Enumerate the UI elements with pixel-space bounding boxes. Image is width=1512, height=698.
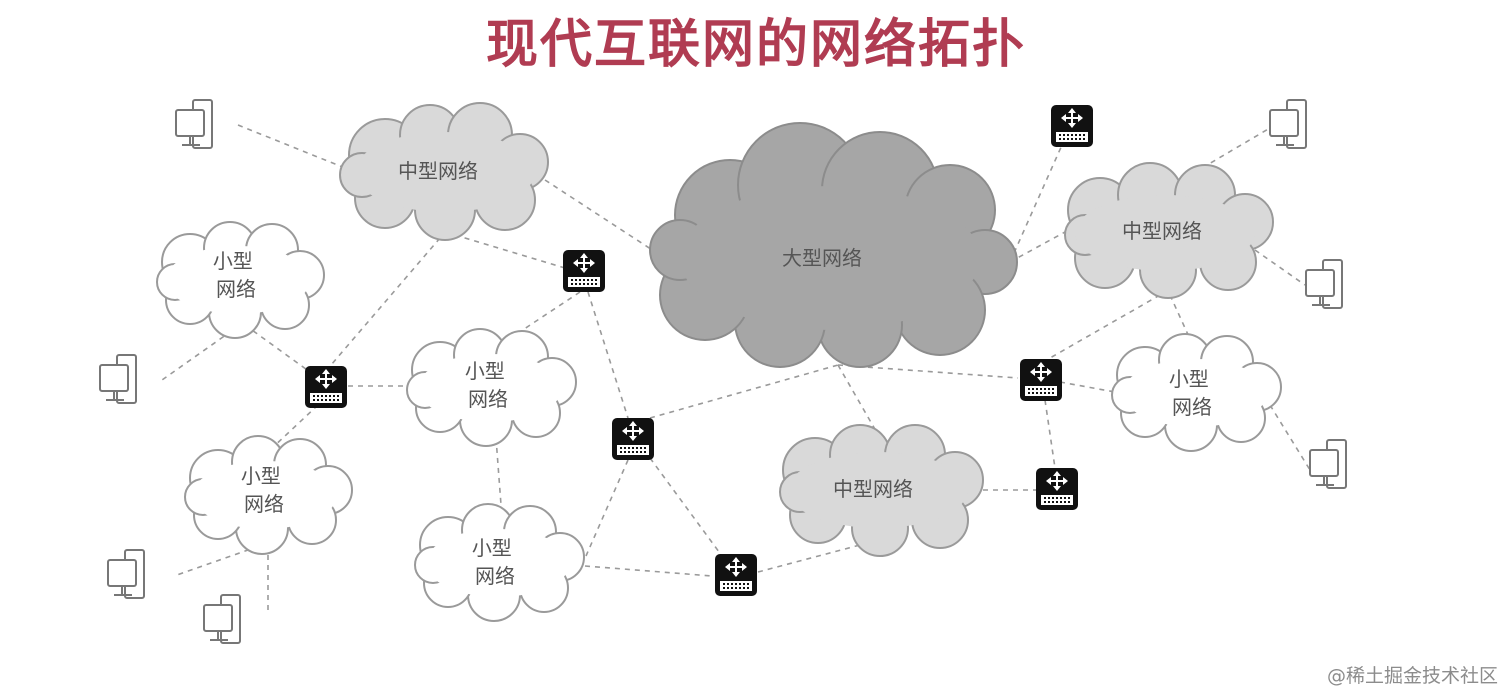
cloud-label: 小型 网络 <box>241 464 287 516</box>
router-icon <box>1035 467 1079 511</box>
link <box>495 437 503 519</box>
link <box>837 364 881 439</box>
computer-icon <box>1305 259 1343 309</box>
link <box>1044 399 1056 469</box>
computer-icon <box>1309 439 1347 489</box>
link <box>1254 249 1306 286</box>
cloud-label: 中型网络 <box>833 477 913 501</box>
computer-icon <box>107 549 145 599</box>
router-icon <box>304 365 348 409</box>
link <box>1009 144 1063 263</box>
cloud-label: 中型网络 <box>1122 219 1202 243</box>
link <box>1184 127 1271 179</box>
cloud-label: 小型 网络 <box>1169 367 1215 419</box>
computer-icon <box>203 594 241 644</box>
cloud-label: 小型 网络 <box>213 249 259 301</box>
link <box>585 459 629 557</box>
link <box>1009 231 1066 263</box>
router-icon <box>562 249 606 293</box>
link <box>1049 294 1161 359</box>
computer-icon <box>1269 99 1307 149</box>
link <box>1269 404 1311 471</box>
link <box>757 544 861 573</box>
watermark: @稀土掘金技术社区 <box>1326 665 1498 687</box>
link <box>269 404 319 451</box>
link <box>237 124 346 169</box>
cloud-label: 小型 网络 <box>472 536 518 588</box>
diagram-title: 现代互联网的网络拓扑 <box>485 15 1026 75</box>
router-icon <box>1050 104 1094 148</box>
cloud-label: 大型网络 <box>782 246 862 270</box>
link <box>454 234 566 269</box>
computer-icon <box>175 99 213 149</box>
cloud-label: 小型 网络 <box>465 359 511 411</box>
link <box>544 179 661 256</box>
link <box>173 542 269 577</box>
link <box>584 565 713 577</box>
link <box>649 364 839 419</box>
link <box>1059 381 1116 393</box>
router-icon <box>1019 358 1063 402</box>
link <box>649 457 723 557</box>
cloud-label: 中型网络 <box>398 159 478 183</box>
computer-icon <box>99 354 137 404</box>
link <box>244 324 311 373</box>
link <box>587 291 629 419</box>
router-icon <box>714 553 758 597</box>
router-icon <box>611 417 655 461</box>
